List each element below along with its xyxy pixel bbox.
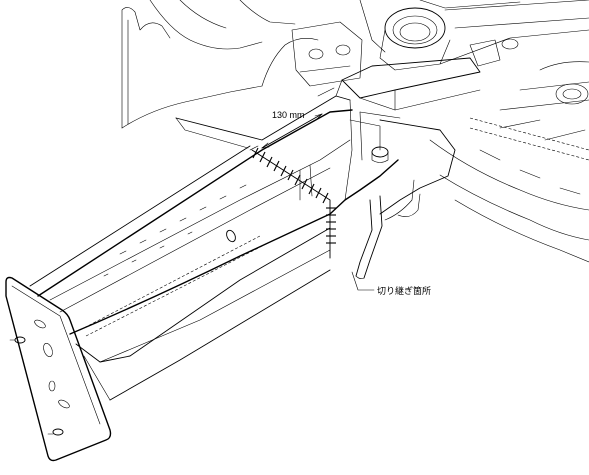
- cross-member: [341, 57, 481, 279]
- body-floor-structure: [121, 0, 589, 263]
- cut-line-hatching: [252, 147, 336, 244]
- front-end-plate: [5, 276, 112, 462]
- sectioning-cut-line: [251, 147, 336, 259]
- cut-location-callout: 切り継ぎ箇所: [351, 271, 431, 296]
- cut-location-label: 切り継ぎ箇所: [377, 285, 431, 296]
- dimension-label: 130 mm: [272, 110, 305, 120]
- front-side-member: [29, 79, 399, 401]
- dimension-130mm: 130 mm: [249, 87, 335, 151]
